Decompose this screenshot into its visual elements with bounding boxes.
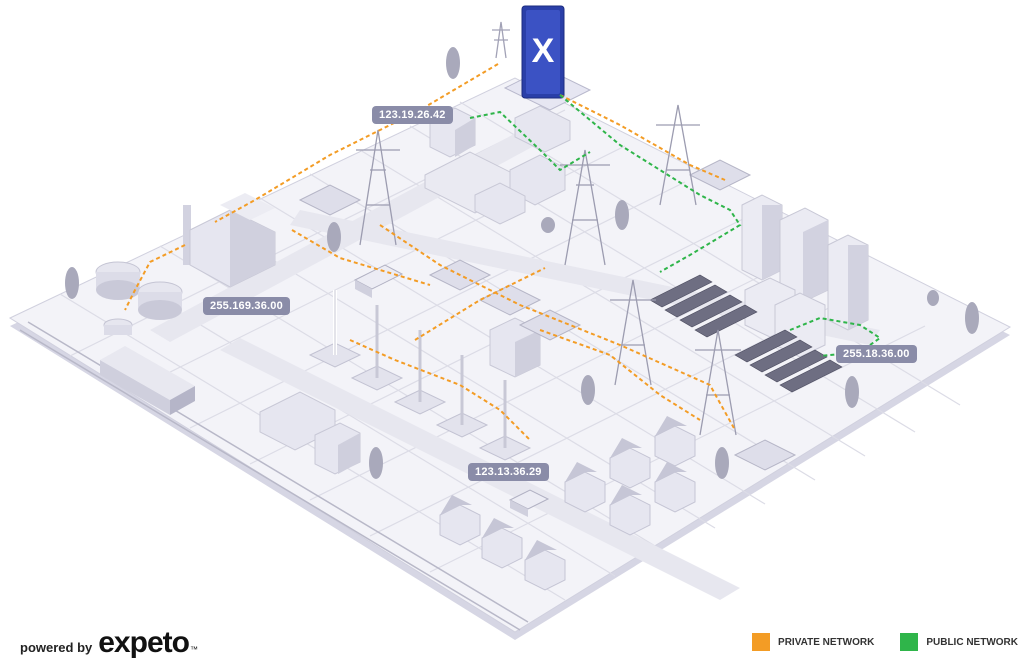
legend: PRIVATE NETWORK PUBLIC NETWORK [726, 633, 1018, 651]
trademark-symbol: ™ [189, 645, 198, 654]
factory [183, 193, 276, 288]
private-network-swatch [752, 633, 771, 651]
solar-panels [649, 274, 843, 393]
ip-label-left: 255.169.36.00 [203, 297, 290, 315]
truck-icon [353, 264, 404, 298]
private-network-label: PRIVATE NETWORK [778, 636, 875, 648]
expeto-logo-mark: X [532, 32, 555, 70]
cell-tower-icon [492, 21, 510, 59]
ip-label-top: 123.19.26.42 [372, 106, 453, 124]
powered-by-text: powered by [20, 640, 93, 655]
ip-label-right: 255.18.36.00 [836, 345, 917, 363]
ip-label-bottom: 123.13.36.29 [468, 463, 549, 481]
train-icon [100, 346, 195, 415]
houses [439, 416, 696, 591]
private-network-lines [124, 63, 736, 441]
trees [65, 47, 979, 479]
van-icon [508, 489, 550, 517]
legend-private-network: PRIVATE NETWORK [752, 633, 874, 651]
transmission-towers [356, 104, 741, 436]
legend-public-network: PUBLIC NETWORK [900, 633, 1018, 651]
expeto-logo: expeto [98, 626, 190, 659]
public-network-label: PUBLIC NETWORK [926, 636, 1018, 648]
expeto-device-icon: X [503, 5, 592, 111]
buildings [259, 105, 571, 475]
public-network-swatch [900, 633, 919, 651]
storage-tanks [95, 261, 183, 335]
expeto-wordmark: expeto [98, 626, 190, 659]
wind-turbines [308, 290, 532, 461]
